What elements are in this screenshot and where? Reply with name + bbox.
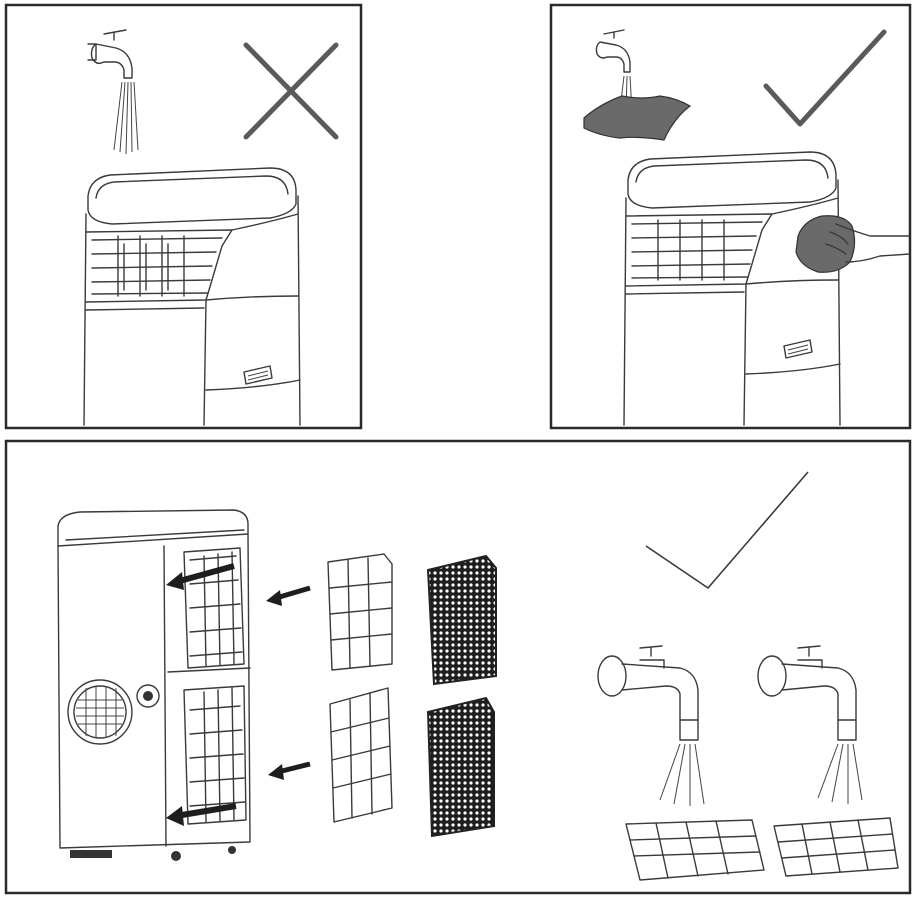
panel-frame [4, 3, 363, 430]
hand-with-cloth [795, 215, 911, 273]
arrow-icon [266, 585, 311, 606]
arrow-icon [268, 761, 311, 780]
panel-frame [549, 3, 912, 430]
panel-filter-cleaning [4, 439, 912, 895]
mesh-filter-lower [426, 696, 495, 838]
water-stream [113, 81, 139, 155]
faucet-icon [595, 29, 631, 73]
cross-icon [243, 42, 339, 140]
check-icon [645, 471, 809, 589]
filter-frame-rinsing [773, 817, 899, 877]
panel-frame [4, 439, 912, 895]
filter-frame-upper [327, 553, 393, 671]
faucet-icon [757, 645, 857, 741]
panel-wrong-washing [4, 3, 363, 430]
panel-correct-wiping [549, 3, 912, 430]
water-stream [817, 743, 863, 804]
filter-frame-rinsing [625, 819, 765, 881]
damp-cloth-icon [583, 95, 692, 141]
faucet-icon [87, 29, 133, 79]
mesh-filter-upper [426, 554, 497, 686]
check-icon [763, 29, 887, 127]
filter-frame-lower [329, 687, 393, 823]
air-conditioner-unit [83, 167, 301, 426]
faucet-icon [597, 645, 699, 741]
air-conditioner-unit-side [57, 509, 251, 861]
air-conditioner-unit [623, 151, 841, 426]
water-stream [659, 743, 705, 806]
